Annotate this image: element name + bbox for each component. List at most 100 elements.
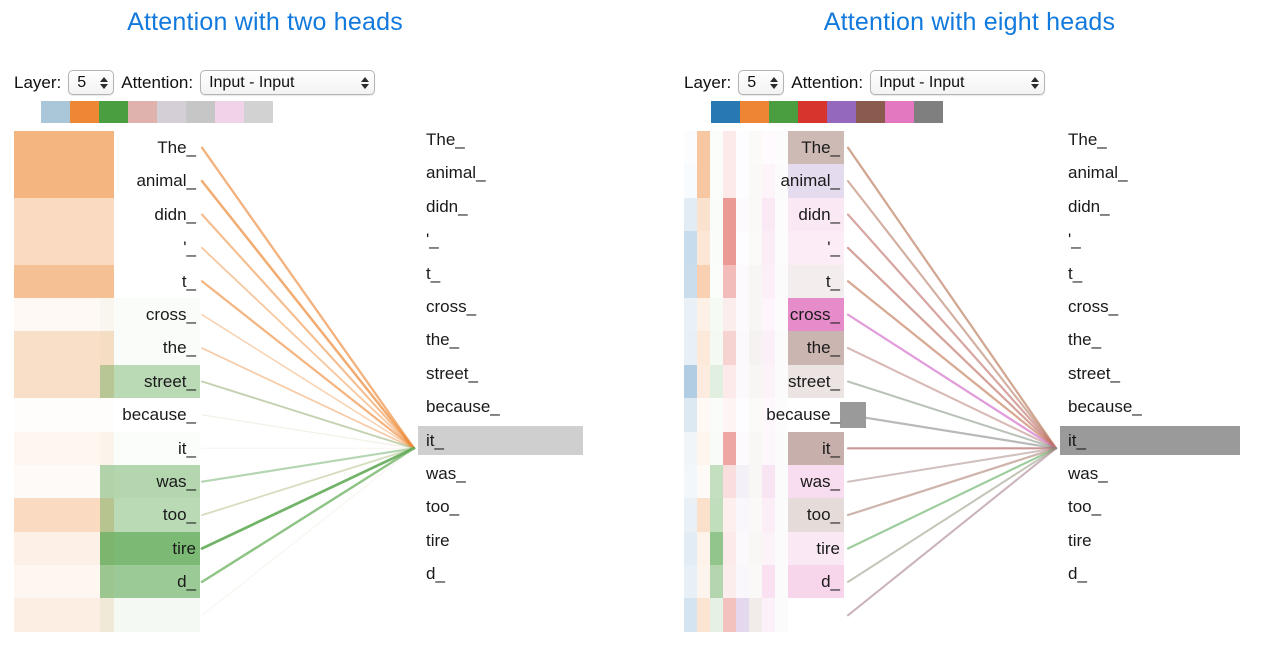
target-token-column-two-heads[interactable]: The_animal_didn_'_t_cross_the_street_bec… bbox=[418, 123, 583, 590]
attention-grid-row bbox=[684, 331, 788, 365]
head-swatch-7[interactable] bbox=[885, 101, 914, 123]
head-swatches-eight-heads[interactable] bbox=[711, 101, 943, 123]
attention-cell bbox=[762, 197, 775, 232]
head-swatch-2[interactable] bbox=[70, 101, 99, 123]
token-row[interactable]: too_ bbox=[684, 498, 844, 532]
token-row[interactable]: animal_ bbox=[1060, 156, 1240, 189]
token-label: street_ bbox=[788, 371, 840, 391]
attention-line bbox=[201, 414, 415, 449]
token-row[interactable]: d_ bbox=[1060, 557, 1240, 590]
head-swatches-two-heads[interactable] bbox=[41, 101, 273, 123]
token-row[interactable]: t_ bbox=[14, 265, 200, 298]
layer-select[interactable]: 5 bbox=[68, 70, 115, 95]
token-label: cross_ bbox=[789, 304, 840, 324]
token-label: because_ bbox=[122, 405, 196, 425]
token-row[interactable]: tire bbox=[1060, 524, 1240, 557]
token-row[interactable]: cross_ bbox=[1060, 290, 1240, 323]
attention-cell bbox=[749, 264, 762, 298]
token-row[interactable]: it_ bbox=[418, 424, 583, 457]
token-row[interactable]: didn_ bbox=[14, 198, 200, 231]
token-row[interactable]: because_ bbox=[684, 398, 866, 431]
head-swatch-1[interactable] bbox=[41, 101, 70, 123]
token-row[interactable]: because_ bbox=[1060, 390, 1240, 423]
token-row[interactable]: d_ bbox=[418, 557, 583, 590]
token-row[interactable]: t_ bbox=[418, 257, 583, 290]
token-row[interactable]: too_ bbox=[14, 498, 200, 532]
token-row[interactable]: d_ bbox=[684, 565, 844, 599]
token-row[interactable]: was_ bbox=[14, 464, 200, 499]
head-swatch-4[interactable] bbox=[128, 101, 157, 123]
head-swatch-5[interactable] bbox=[157, 101, 186, 123]
token-row[interactable]: the_ bbox=[1060, 323, 1240, 356]
head-swatch-1[interactable] bbox=[711, 101, 740, 123]
token-row[interactable]: too_ bbox=[418, 490, 583, 523]
token-row[interactable]: the_ bbox=[418, 323, 583, 356]
head-swatch-4[interactable] bbox=[798, 101, 827, 123]
token-row[interactable]: because_ bbox=[418, 390, 583, 423]
token-row[interactable]: t_ bbox=[684, 264, 844, 298]
layer-select[interactable]: 5 bbox=[738, 70, 785, 95]
token-row[interactable]: because_ bbox=[14, 398, 200, 431]
head-swatch-8[interactable] bbox=[914, 101, 943, 123]
token-row[interactable]: cross_ bbox=[684, 297, 844, 332]
token-row[interactable]: animal_ bbox=[418, 156, 583, 189]
token-row[interactable]: tire bbox=[14, 531, 200, 566]
attention-select[interactable]: Input - Input bbox=[870, 70, 1046, 95]
stepper-updown-icon[interactable] bbox=[361, 76, 370, 89]
token-row[interactable]: was_ bbox=[418, 457, 583, 490]
head-swatch-3[interactable] bbox=[769, 101, 798, 123]
token-row[interactable]: street_ bbox=[684, 364, 844, 399]
token-row[interactable]: the_ bbox=[14, 331, 200, 364]
token-row[interactable]: '_ bbox=[684, 231, 844, 265]
head-swatch-5[interactable] bbox=[827, 101, 856, 123]
token-row[interactable]: The_ bbox=[14, 131, 200, 164]
attention-cell bbox=[736, 498, 749, 532]
source-token-column-eight-heads[interactable]: The_animal_didn_ '_ t_ cross_ the_ street_bec… bbox=[684, 123, 866, 632]
head-swatch-2[interactable] bbox=[740, 101, 769, 123]
token-row[interactable]: '_ bbox=[418, 223, 583, 256]
token-row[interactable]: The_ bbox=[418, 123, 583, 156]
token-row[interactable]: animal_ bbox=[14, 164, 200, 197]
layer-value: 5 bbox=[77, 73, 87, 91]
stepper-updown-icon[interactable] bbox=[770, 76, 779, 89]
token-row[interactable]: The_ bbox=[684, 131, 844, 165]
attention-cell bbox=[14, 431, 114, 465]
head-swatch-3[interactable] bbox=[99, 101, 128, 123]
token-row[interactable]: tire bbox=[684, 531, 844, 566]
token-row[interactable]: animal_ bbox=[684, 164, 844, 198]
token-row[interactable]: street_ bbox=[418, 357, 583, 390]
token-label: '_ bbox=[827, 238, 840, 258]
token-row[interactable]: street_ bbox=[1060, 357, 1240, 390]
token-row[interactable]: '_ bbox=[1060, 223, 1240, 256]
token-row[interactable]: cross_ bbox=[14, 298, 200, 331]
source-token-column-two-heads[interactable]: The_animal_didn_'_t_cross_the_street_bec… bbox=[14, 123, 200, 632]
token-row[interactable]: cross_ bbox=[418, 290, 583, 323]
token-row[interactable]: didn_ bbox=[1060, 190, 1240, 223]
target-token-column-eight-heads[interactable]: The_animal_didn_'_t_cross_the_street_bec… bbox=[1060, 123, 1240, 590]
attention-cell bbox=[736, 598, 749, 632]
token-row[interactable]: '_ bbox=[14, 231, 200, 264]
token-row[interactable]: it_ bbox=[684, 431, 844, 465]
token-row[interactable]: was_ bbox=[684, 464, 844, 499]
head-swatch-6[interactable] bbox=[856, 101, 885, 123]
attention-select[interactable]: Input - Input bbox=[200, 70, 376, 95]
token-row[interactable]: d_ bbox=[14, 565, 200, 599]
stepper-updown-icon[interactable] bbox=[100, 76, 109, 89]
token-row[interactable]: didn_ bbox=[418, 190, 583, 223]
token-row[interactable]: it_ bbox=[1060, 424, 1240, 457]
token-row[interactable]: tire bbox=[418, 524, 583, 557]
token-row[interactable]: street_ bbox=[14, 364, 200, 399]
head-swatch-7[interactable] bbox=[215, 101, 244, 123]
token-row[interactable]: The_ bbox=[1060, 123, 1240, 156]
token-row[interactable]: it_ bbox=[14, 432, 200, 465]
token-row[interactable]: t_ bbox=[1060, 257, 1240, 290]
attention-line bbox=[846, 313, 1058, 450]
attention-cell bbox=[684, 264, 697, 298]
token-row[interactable]: was_ bbox=[1060, 457, 1240, 490]
token-row[interactable]: didn_ bbox=[684, 197, 844, 232]
head-swatch-8[interactable] bbox=[244, 101, 273, 123]
stepper-updown-icon[interactable] bbox=[1031, 76, 1040, 89]
head-swatch-6[interactable] bbox=[186, 101, 215, 123]
token-row[interactable]: too_ bbox=[1060, 490, 1240, 523]
token-row[interactable]: the_ bbox=[684, 331, 844, 365]
